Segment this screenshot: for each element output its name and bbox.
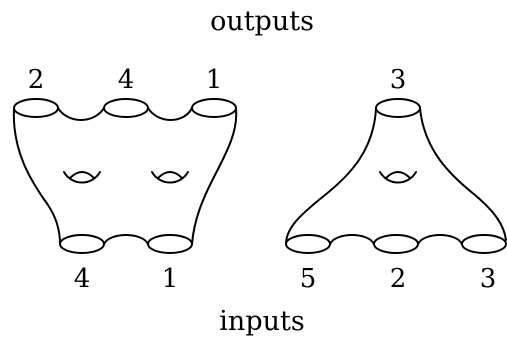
left-handle-1	[63, 171, 101, 184]
left-input-label-1: 4	[74, 264, 91, 294]
left-surface: 2 4 1 4 1	[12, 65, 238, 294]
right-output-label-1: 3	[390, 65, 407, 95]
left-output-label-2: 4	[118, 65, 135, 95]
right-surface-outline	[285, 107, 507, 245]
right-handle-1	[379, 171, 417, 184]
left-input-label-2: 1	[162, 264, 179, 294]
right-input-boundary-3	[461, 234, 507, 254]
right-input-boundary-1	[285, 234, 331, 254]
outputs-label: outputs	[210, 6, 314, 37]
left-input-boundary-2	[147, 234, 193, 254]
right-surface: 3 5 2 3	[285, 65, 507, 294]
left-output-boundary-1	[13, 98, 59, 118]
left-input-boundary-1	[59, 234, 105, 254]
left-handle-2	[151, 171, 189, 184]
left-surface-outline	[12, 107, 238, 245]
right-input-label-2: 2	[390, 264, 407, 294]
right-input-label-3: 3	[480, 264, 497, 294]
left-output-boundary-2	[103, 98, 149, 118]
left-output-boundary-3	[191, 98, 237, 118]
left-output-label-1: 2	[28, 65, 45, 95]
right-input-boundary-2	[373, 234, 419, 254]
right-input-label-1: 5	[300, 264, 317, 294]
inputs-label: inputs	[219, 306, 304, 337]
left-output-label-3: 1	[206, 65, 223, 95]
right-output-boundary-1	[375, 98, 421, 118]
